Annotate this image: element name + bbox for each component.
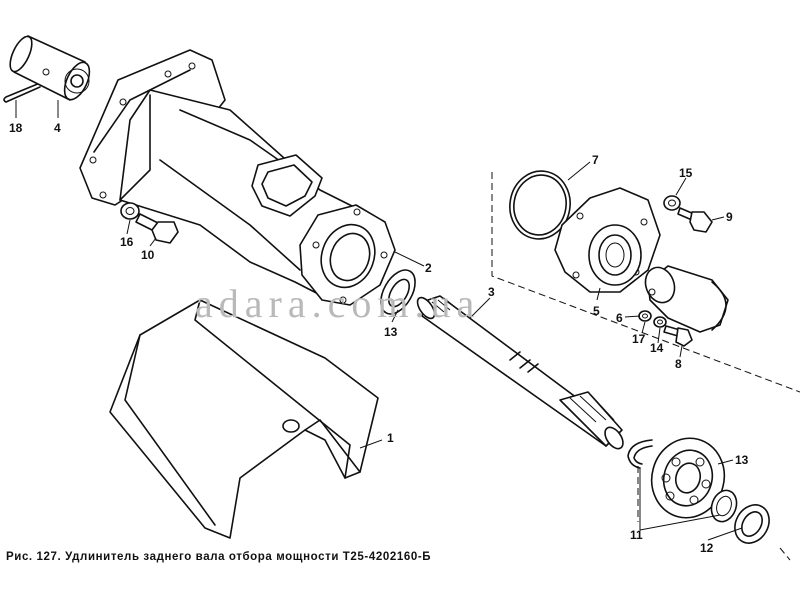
part-18-split-pin — [3, 82, 41, 103]
part-11-washer — [710, 489, 738, 523]
part-9-bolt — [677, 207, 713, 233]
part-1-guard-cover — [109, 299, 379, 539]
callout-7: 7 — [592, 153, 599, 167]
callout-10: 10 — [141, 248, 155, 262]
callout-3: 3 — [488, 285, 495, 299]
callout-13-lower: 13 — [735, 453, 749, 467]
watermark-text: adara.com.ua — [195, 281, 480, 326]
callout-18: 18 — [9, 121, 23, 135]
callout-17: 17 — [632, 332, 646, 346]
part-13-ball-bearing — [650, 437, 726, 519]
callout-16: 16 — [120, 235, 134, 249]
part-10-bolt — [135, 213, 179, 244]
part-6-cap — [644, 265, 729, 333]
part-4-coupling-sleeve — [9, 35, 91, 101]
callout-labels: 18 4 16 10 2 13 3 1 7 15 9 5 6 17 14 8 1… — [9, 121, 749, 555]
part-3-splined-shaft — [416, 295, 624, 450]
callout-13-upper: 13 — [384, 325, 398, 339]
part-11-snap-ring — [627, 439, 653, 469]
figure-caption: Рис. 127. Удлинитель заднего вала отбора… — [6, 551, 432, 563]
part-15-washer — [663, 195, 681, 211]
part-5-bearing-cover — [554, 187, 661, 293]
callout-6: 6 — [616, 311, 623, 325]
part-13-oil-seal-upper — [380, 269, 416, 315]
part-12-seal — [734, 504, 770, 544]
part-2-extension-housing — [79, 49, 396, 306]
part-7-o-ring — [509, 170, 571, 240]
callout-12: 12 — [700, 541, 714, 555]
leader-lines — [15, 100, 743, 541]
callout-8: 8 — [675, 357, 682, 371]
callout-15: 15 — [679, 166, 693, 180]
part-17-washer — [638, 310, 652, 322]
callout-11: 11 — [630, 528, 643, 542]
callout-5: 5 — [593, 304, 600, 318]
callout-9: 9 — [726, 210, 733, 224]
part-16-washer — [120, 202, 140, 220]
callout-4: 4 — [54, 121, 61, 135]
callout-14: 14 — [650, 341, 664, 355]
callout-1: 1 — [387, 431, 394, 445]
callout-2: 2 — [425, 261, 432, 275]
part-8-bolt — [663, 325, 693, 347]
assembly-dashed-outline — [491, 172, 800, 561]
part-14-washer — [653, 316, 667, 328]
